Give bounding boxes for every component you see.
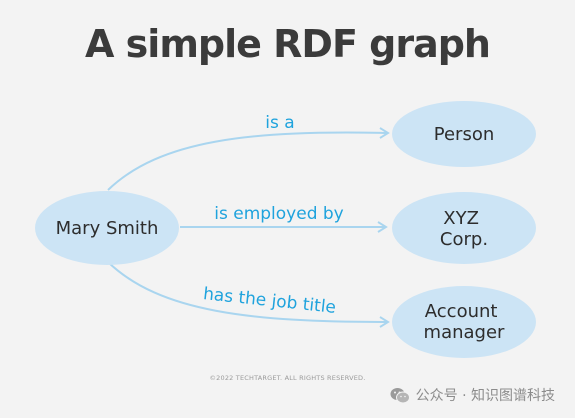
edge-job-title [107, 261, 389, 323]
edge-label-is-a: is a [265, 113, 294, 133]
arrowhead-job-title [379, 316, 390, 328]
node-label-account-manager-line1: Account [425, 301, 498, 322]
edge-label-employed-by: is employed by [214, 204, 343, 224]
watermark: 公众号 · 知识图谱科技 [390, 385, 555, 405]
node-label-account-manager: Account manager [424, 301, 506, 343]
node-label-person: Person [434, 124, 495, 145]
node-label-xyz-corp-line1: XYZ [443, 208, 479, 229]
node-label-xyz-corp-line2: Corp. [440, 229, 488, 250]
node-xyz-corp [392, 192, 536, 264]
node-label-xyz-corp: XYZ Corp. [440, 208, 488, 250]
diagram-title: A simple RDF graph [85, 22, 491, 66]
node-label-mary-smith: Mary Smith [56, 218, 159, 239]
arrowhead-is-a [379, 127, 390, 139]
edge-is-a [107, 131, 389, 191]
node-account-manager [392, 286, 536, 358]
node-label-account-manager-line2: manager [424, 322, 506, 343]
node-person [392, 101, 536, 167]
arrowhead-employed-by [377, 221, 388, 233]
copyright-notice: ©2022 TECHTARGET. ALL RIGHTS RESERVED. [209, 374, 366, 382]
watermark-text: 公众号 · 知识图谱科技 [415, 388, 555, 404]
node-mary-smith [35, 191, 179, 265]
wechat-icon [390, 387, 410, 404]
